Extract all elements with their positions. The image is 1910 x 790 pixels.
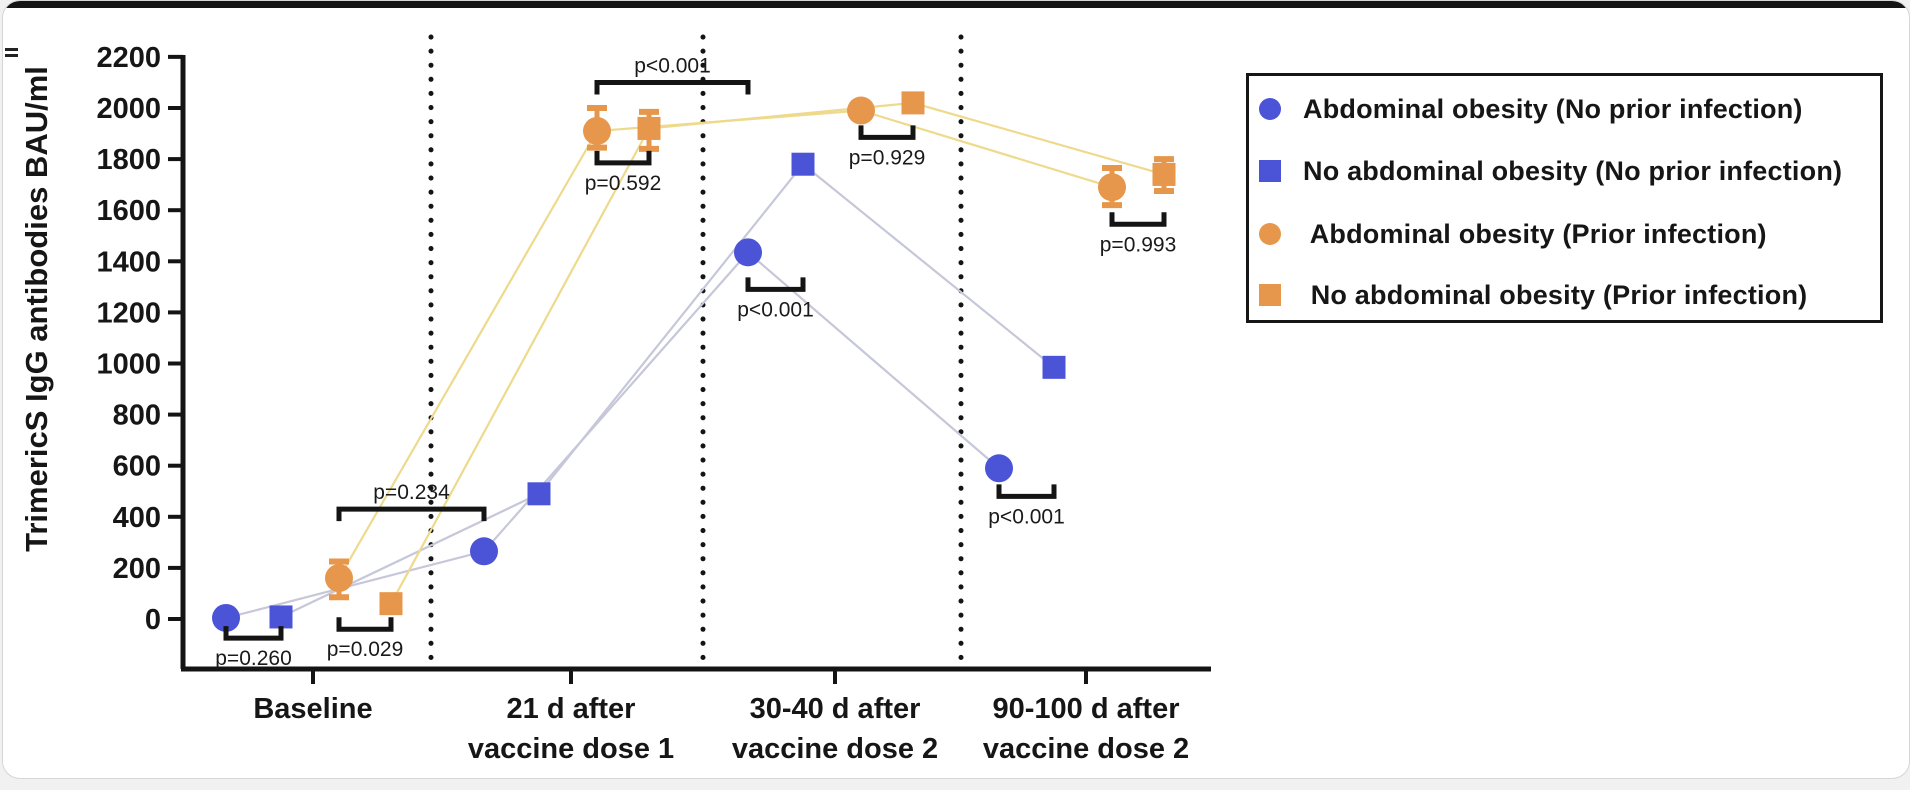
- comparison-bracket: [1109, 212, 1167, 227]
- timepoint-separators: [428, 34, 964, 662]
- data-point-square: [1042, 355, 1066, 379]
- p-value-label: p=0.234: [373, 481, 450, 504]
- p-value-label: p<0.001: [737, 298, 814, 321]
- data-point-circle: [470, 537, 498, 566]
- data-point-square: [379, 592, 403, 616]
- data-point-circle: [847, 96, 875, 125]
- y-tick-label: 600: [113, 451, 161, 483]
- data-point-square: [791, 152, 815, 176]
- left-edge-crop-artifact: [5, 48, 19, 58]
- y-tick-label: 1800: [96, 144, 161, 176]
- p-value-label: p=0.029: [327, 638, 404, 661]
- y-tick-label: 1200: [96, 297, 161, 329]
- x-category-label: 30-40 d after: [750, 693, 921, 725]
- comparison-bracket: [996, 484, 1057, 499]
- series-line: [280, 162, 1055, 618]
- legend-circle-marker: [1259, 98, 1281, 120]
- series-line: [225, 250, 1000, 620]
- p-value-label: p<0.001: [634, 54, 711, 77]
- axes: 0 200 400 600 800 1000 1200 1400 1600 1800 2000 220…: [96, 42, 1211, 765]
- comparison-bracket: [594, 150, 652, 166]
- data-point-circle: [985, 454, 1013, 483]
- y-tick-label: 200: [113, 553, 161, 585]
- x-category-label: vaccine dose 1: [468, 733, 674, 765]
- legend-item: Abdominal obesity (No prior infection): [1259, 92, 1803, 126]
- y-tick-label: 1400: [96, 246, 161, 278]
- legend: Abdominal obesity (No prior infection) No…: [1246, 73, 1883, 323]
- y-tick-label: 400: [113, 502, 161, 534]
- x-category-label: vaccine dose 2: [983, 733, 1189, 765]
- p-value-label: p=0.929: [849, 146, 926, 169]
- data-point-square: [269, 605, 293, 629]
- data-point-square: [527, 482, 551, 506]
- data-point-circle: [734, 238, 762, 267]
- legend-circle-marker: [1259, 223, 1281, 245]
- legend-square-marker: [1259, 160, 1281, 182]
- y-tick-label: 0: [145, 604, 161, 636]
- legend-item: No abdominal obesity (Prior infection): [1259, 278, 1807, 312]
- legend-item: No abdominal obesity (No prior infection…: [1259, 154, 1842, 188]
- antibody-line-chart: 0 200 400 600 800 1000 1200 1400 1600 1800 2000 220…: [19, 34, 1211, 765]
- comparison-bracket: [336, 617, 394, 632]
- data-point-circle: [325, 564, 353, 593]
- legend-square-marker: [1259, 284, 1281, 306]
- p-value-label: p<0.001: [988, 505, 1065, 528]
- data-point-square: [1152, 162, 1176, 186]
- legend-item-label: No abdominal obesity (Prior infection): [1303, 279, 1808, 310]
- y-tick-label: 1000: [96, 349, 161, 381]
- data-point-square: [637, 116, 661, 140]
- x-category-label: 90-100 d after: [993, 693, 1180, 725]
- legend-item: Abdominal obesity (Prior infection): [1259, 217, 1767, 251]
- x-category-label: 21 d after: [507, 693, 636, 725]
- comparison-bracket: [745, 277, 806, 292]
- comparison-bracket: [336, 506, 487, 522]
- y-axis-title: TrimericS IgG antibodies BAU/ml: [19, 66, 54, 552]
- comparison-bracket: [594, 79, 751, 95]
- legend-item-label: Abdominal obesity (No prior infection): [1303, 93, 1803, 124]
- y-tick-label: 800: [113, 400, 161, 432]
- x-category-label: vaccine dose 2: [732, 733, 938, 765]
- figure-top-border: [3, 1, 1909, 8]
- series-lines: [225, 101, 1165, 620]
- y-tick-label: 2000: [96, 93, 161, 125]
- p-value-label: p=0.993: [1100, 233, 1177, 256]
- data-point-circle: [212, 603, 240, 632]
- legend-item-label: Abdominal obesity (Prior infection): [1303, 218, 1767, 249]
- p-value-label: p=0.260: [215, 647, 292, 670]
- series-markers: [212, 91, 1176, 632]
- pvalue-brackets: p=0.260 p=0.029 p=0.234 p<0.001 p=0.592 p<0.0…: [215, 54, 1176, 670]
- series-line: [390, 101, 1165, 605]
- y-tick-label: 1600: [96, 195, 161, 227]
- p-value-label: p=0.592: [585, 172, 662, 195]
- x-category-label: Baseline: [253, 693, 372, 725]
- comparison-bracket: [223, 626, 284, 641]
- data-point-circle: [583, 116, 611, 145]
- comparison-bracket: [858, 125, 916, 140]
- data-point-square: [901, 91, 925, 115]
- legend-item-label: No abdominal obesity (No prior infection…: [1303, 155, 1843, 186]
- data-point-circle: [1098, 173, 1126, 202]
- y-tick-label: 2200: [96, 42, 161, 74]
